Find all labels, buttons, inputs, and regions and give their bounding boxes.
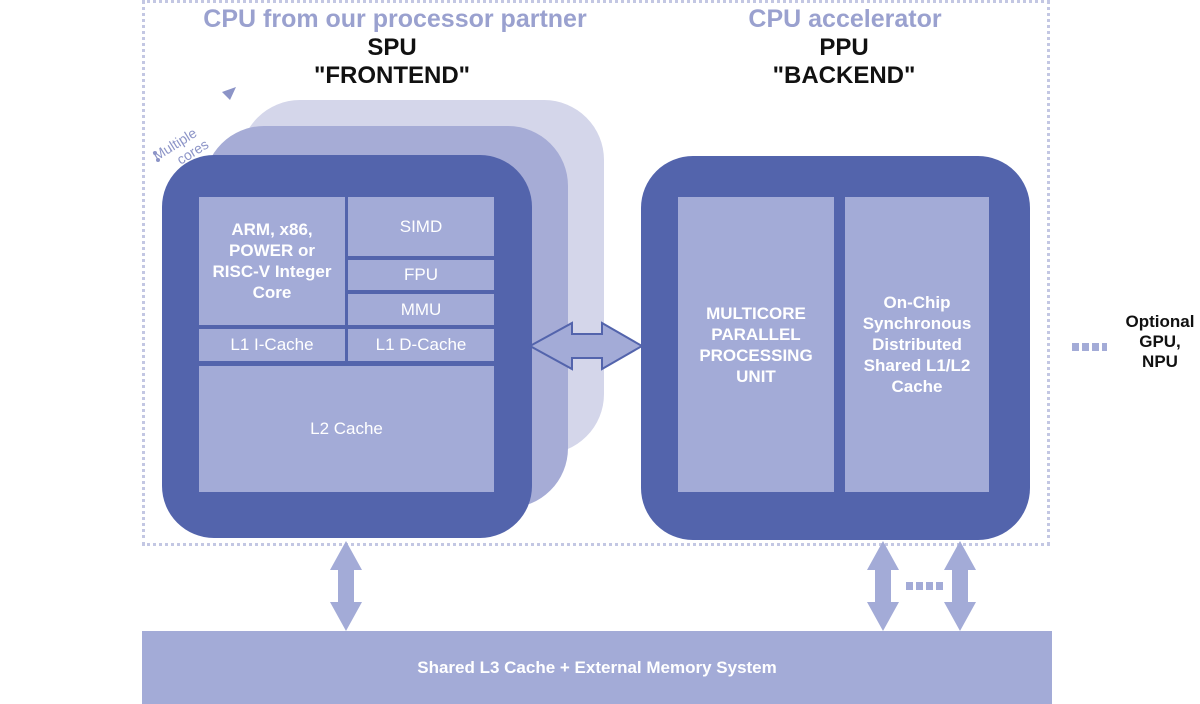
spu-ppu-double-arrow-icon	[527, 321, 645, 371]
more-channels-dots-icon	[906, 582, 943, 590]
fpu-block: FPU	[348, 260, 494, 290]
l1-icache-block: L1 I-Cache	[199, 329, 345, 361]
distributed-cache-block: On-Chip Synchronous Distributed Shared L…	[845, 197, 989, 492]
accelerator-frame	[142, 0, 1050, 546]
shared-l3-memory-bar: Shared L3 Cache + External Memory System	[142, 631, 1052, 704]
ppu-memory-double-arrow-icon-2	[944, 541, 976, 631]
multicore-processing-block: MULTICORE PARALLEL PROCESSING UNIT	[678, 197, 834, 492]
backend-role: "BACKEND"	[772, 62, 916, 89]
backend-partner-label: CPU accelerator	[748, 5, 942, 33]
mmu-block: MMU	[348, 294, 494, 325]
ppu-memory-double-arrow-icon-1	[867, 541, 899, 631]
optional-link-dots-icon	[1072, 343, 1107, 351]
multiple-cores-arrow-icon	[153, 87, 236, 162]
ppu-title: PPU	[819, 34, 869, 61]
frontend-role: "FRONTEND"	[313, 62, 471, 89]
integer-core-block: ARM, x86, POWER or RISC-V Integer Core	[199, 197, 345, 325]
l1-dcache-block: L1 D-Cache	[348, 329, 494, 361]
l2-cache-block: L2 Cache	[199, 366, 494, 492]
optional-gpu-npu-label: Optional GPU, NPU	[1125, 312, 1195, 371]
spu-title: SPU	[367, 34, 417, 61]
frontend-partner-label: CPU from our processor partner	[203, 5, 587, 33]
spu-memory-double-arrow-icon	[330, 541, 362, 631]
simd-block: SIMD	[348, 197, 494, 256]
